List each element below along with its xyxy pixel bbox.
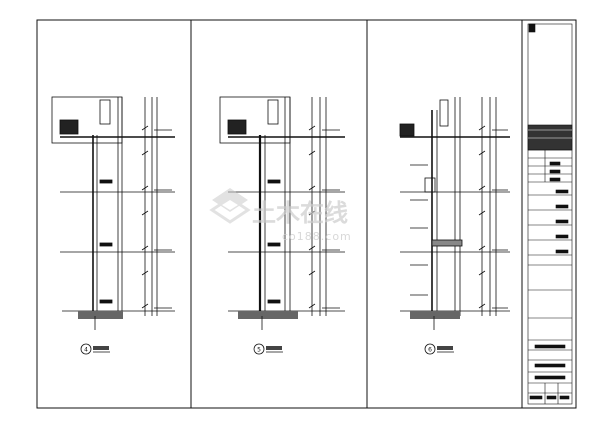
sheet-border xyxy=(36,19,577,409)
panel-2-section xyxy=(219,96,345,355)
detail-number-2: 5 xyxy=(257,347,261,354)
detail-number-3: 6 xyxy=(428,347,432,354)
panel-1-section xyxy=(51,96,175,355)
watermark-text-cn: 土木在线 xyxy=(252,199,348,227)
detail-number-1: 4 xyxy=(84,347,88,354)
watermark-logo-icon xyxy=(209,188,251,224)
title-block xyxy=(527,23,573,405)
watermark-text-en: co188.com xyxy=(282,230,352,243)
panel-3-section xyxy=(399,97,510,355)
